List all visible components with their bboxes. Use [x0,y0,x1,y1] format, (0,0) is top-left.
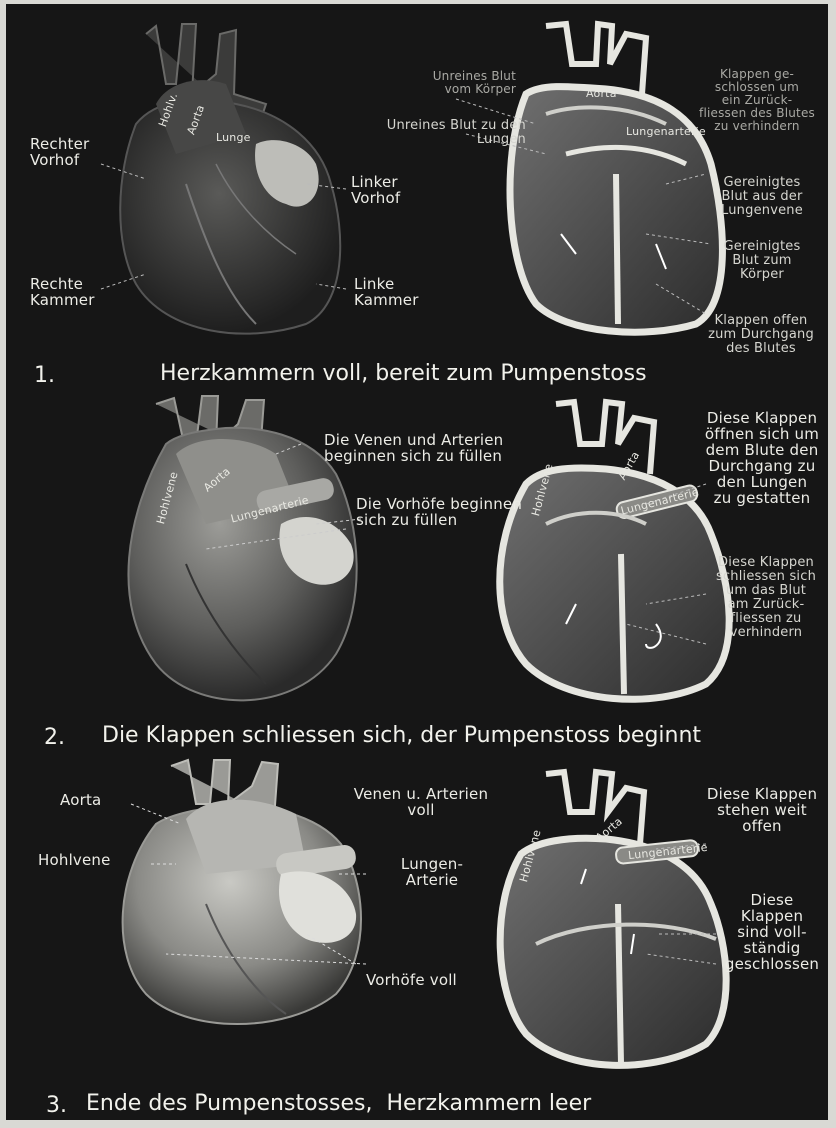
label-aorta-1s: Aorta [586,88,617,100]
label-lunge-1: Lunge [216,132,251,144]
label-lungenarterie-3: Lungen-Arterie [382,856,482,888]
label-vorhoefe-3: Vorhöfe voll [366,972,457,988]
caption-2: Die Klappen schliessen sich, der Pumpens… [102,724,701,748]
row2-section-heart [500,402,729,699]
caption-number-1: 1. [34,364,55,388]
caption-number-2: 2. [44,726,65,750]
row1-external-heart [101,24,346,334]
row3-external-heart [123,760,366,1024]
caption-number-3: 3. [46,1094,67,1118]
label-aorta-3: Aorta [60,792,101,808]
label-hohlvene-3: Hohlvene [38,852,111,868]
caption-3: Ende des Pumpenstosses, Herzkammern leer [86,1092,591,1116]
label-lungenarterie-1s: Lungenarterie [626,126,706,138]
caption-1: Herzkammern voll, bereit zum Pumpenstoss [160,362,647,386]
heart-illustrations [6,4,828,1120]
